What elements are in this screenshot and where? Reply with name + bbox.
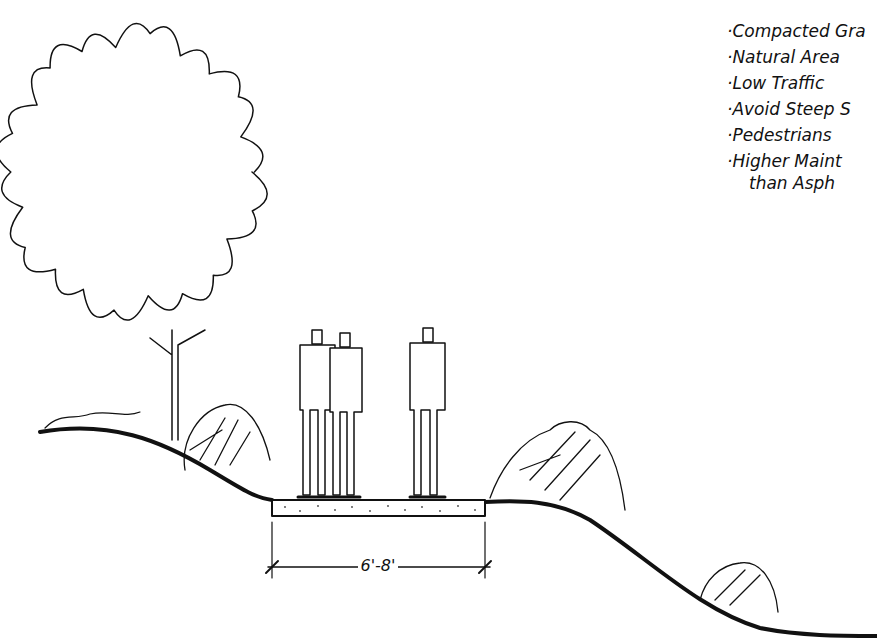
- note-text: ·Higher Maint than Asph: [727, 150, 867, 194]
- note-text: ·Avoid Steep S: [727, 98, 851, 120]
- dimension-tick: [266, 561, 278, 573]
- dimension-tick: [271, 522, 272, 578]
- pedestrian-figures: [298, 328, 445, 497]
- ground-right: [485, 501, 877, 636]
- dimension-label: 6'-8': [358, 555, 399, 577]
- note-text: ·Compacted Gra: [727, 20, 866, 42]
- gravel-dots: [284, 505, 476, 512]
- shrub: [700, 563, 778, 612]
- ground-left: [40, 428, 272, 500]
- note-text: ·Low Traffic: [727, 72, 824, 94]
- gravel-path: [272, 500, 485, 516]
- tree-canopy-group: [0, 23, 267, 320]
- shrub: [184, 404, 270, 470]
- note-text: ·Pedestrians: [727, 124, 832, 146]
- tree-canopy: [0, 23, 267, 320]
- dimension-tick: [484, 522, 485, 578]
- ground-cover: [45, 412, 140, 428]
- dimension-tick: [479, 561, 491, 573]
- shrub: [490, 422, 625, 510]
- note-text: ·Natural Area: [727, 46, 840, 68]
